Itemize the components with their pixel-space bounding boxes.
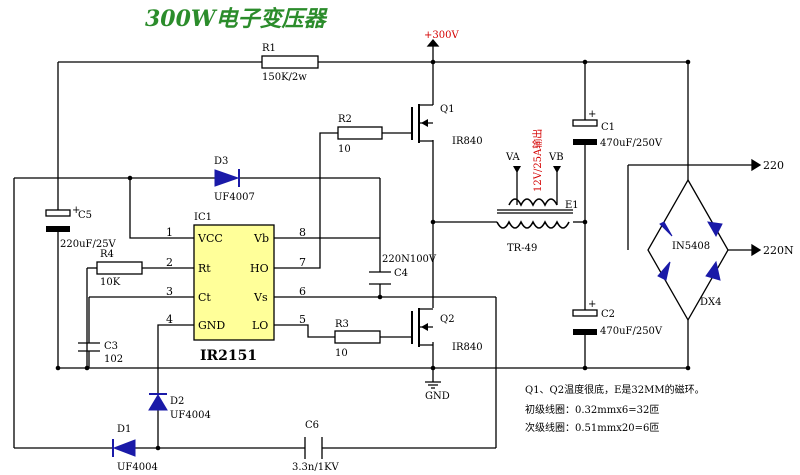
q2-value: IR840 <box>452 342 483 353</box>
va-label: VA <box>505 152 521 163</box>
pin-vcc-label: VCC <box>197 232 223 245</box>
r2-label: R2 <box>338 114 352 125</box>
r3-label: R3 <box>335 319 349 330</box>
c1-label: C1 <box>601 122 615 133</box>
wires <box>13 38 762 449</box>
pin-5-number: 5 <box>299 313 306 326</box>
capacitor-c6 <box>304 437 323 459</box>
c5-value: 220uF/25V <box>60 239 117 250</box>
c2-label: C2 <box>601 309 615 320</box>
note-line-1: Q1、Q2温度很底，E是32MM的磁环。 <box>525 383 705 396</box>
output-220-label: 220 <box>763 159 784 172</box>
pin-ho-label: HO <box>250 262 269 275</box>
pin-ct-label: Ct <box>198 291 211 304</box>
pin-7-number: 7 <box>299 256 306 269</box>
note-line-2: 初级线圈：0.32mmx6=32匝 <box>525 403 659 416</box>
resistor-r2 <box>337 126 383 140</box>
diode-d1 <box>112 439 136 457</box>
ic-ir2151 <box>193 224 275 341</box>
gnd-label: GND <box>425 391 450 402</box>
c3-value: 102 <box>104 354 123 365</box>
d3-value: UF4007 <box>214 192 255 203</box>
junctions <box>55 59 691 451</box>
pin-3-number: 3 <box>166 285 173 298</box>
plus300v-label: +300V <box>424 30 459 41</box>
capacitor-c1: + <box>572 109 598 145</box>
r3-value: 10 <box>335 348 348 359</box>
vb-label: VB <box>548 152 564 163</box>
svg-text:+: + <box>588 109 596 120</box>
c6-value: 3.3n/1KV <box>292 462 340 473</box>
pin-1-number: 1 <box>166 226 173 239</box>
c4-label: C4 <box>394 268 408 279</box>
c2-value: 470uF/250V <box>600 326 663 337</box>
d1-label: D1 <box>117 424 131 435</box>
bridge-rectifier-dx4 <box>647 178 729 322</box>
pin-8-number: 8 <box>299 226 306 239</box>
ic1-name: IR2151 <box>200 348 257 364</box>
d1-value: UF4004 <box>117 462 158 473</box>
r4-label: R4 <box>100 249 114 260</box>
output-spec-label: 12V/25A输出 <box>531 129 544 192</box>
note-line-3: 次级线圈：0.51mmx20=6匝 <box>525 421 659 434</box>
c3-label: C3 <box>104 341 118 352</box>
q1-label: Q1 <box>440 104 455 115</box>
r1-label: R1 <box>262 43 276 54</box>
output-220n-label: 220N <box>763 244 794 257</box>
pin-vb-label: Vb <box>253 232 269 245</box>
dx4-label: DX4 <box>700 297 722 308</box>
d2-value: UF4004 <box>170 410 211 421</box>
diode-d3 <box>214 169 240 187</box>
q2-label: Q2 <box>440 314 455 325</box>
c5-label: C5 <box>78 210 92 221</box>
r2-value: 10 <box>338 144 351 155</box>
capacitor-c3 <box>78 342 100 352</box>
resistor-r4 <box>96 261 143 275</box>
pin-4-number: 4 <box>166 313 173 326</box>
ic1-label: IC1 <box>194 212 212 223</box>
c6-label: C6 <box>305 420 319 431</box>
r1-value: 150K/2w <box>262 72 307 83</box>
c1-value: 470uF/250V <box>600 138 663 149</box>
d3-label: D3 <box>214 156 228 167</box>
svg-text:+: + <box>588 299 596 310</box>
resistor-r3 <box>334 330 381 344</box>
diagram-title: 300W电子变压器 <box>145 6 329 32</box>
t1-value: TR-49 <box>507 243 537 254</box>
diode-d2 <box>148 393 168 411</box>
capacitor-c2: + <box>572 299 598 335</box>
q1-value: IR840 <box>452 136 483 147</box>
svg-text:+: + <box>72 205 80 216</box>
capacitor-c4 <box>369 271 391 285</box>
pin-lo-label: LO <box>252 319 268 332</box>
d2-label: D2 <box>170 396 184 407</box>
pin-gnd-label: GND <box>198 319 225 332</box>
dx4-value: IN5408 <box>672 241 710 252</box>
c4-value: 220N100V <box>382 254 437 265</box>
mosfet-q1 <box>411 104 433 143</box>
transformer-tr49 <box>496 198 573 229</box>
pin-2-number: 2 <box>166 256 173 269</box>
pin-rt-label: Rt <box>198 262 211 275</box>
resistor-r1 <box>261 55 319 69</box>
pin-6-number: 6 <box>299 285 306 298</box>
capacitor-c5: + <box>45 205 80 232</box>
t1-label: E1 <box>565 200 579 211</box>
r4-value: 10K <box>100 277 121 288</box>
mosfet-q2 <box>411 308 433 347</box>
pin-vs-label: Vs <box>253 291 268 304</box>
